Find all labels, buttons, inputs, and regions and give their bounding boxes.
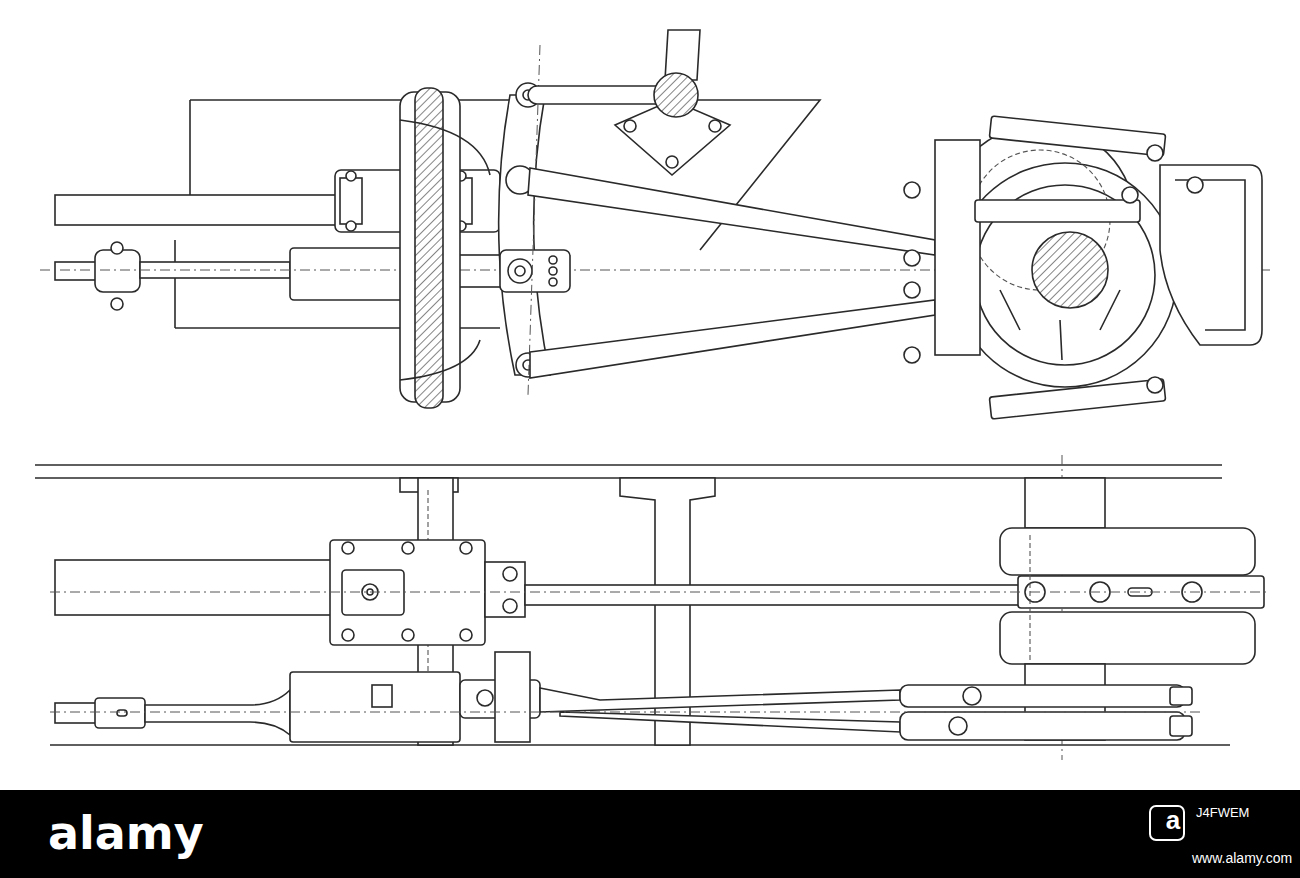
plan-valve-rod-upper-part-part (402, 629, 414, 641)
plan-valve-rod-upper-part-part (460, 542, 472, 554)
lifting-link-part (624, 120, 636, 132)
lifting-link-part (666, 156, 678, 168)
plan-valve-rod-upper-part (50, 592, 1270, 593)
eccentric-straps-part (935, 140, 980, 355)
eccentric-straps-part (975, 200, 1140, 222)
lifting-link-part (654, 73, 698, 117)
plan-valve-rod-upper-part (342, 542, 517, 641)
plan-valve-rod-upper-part-part (460, 629, 472, 641)
frame-plate-part (174, 240, 176, 328)
lifting-link-part (665, 30, 700, 80)
guide-bracket-part (415, 88, 443, 408)
plan-eccentric-sheaves-part (1025, 478, 1105, 528)
plan-frame-lines-part (50, 744, 1230, 746)
eccentric-straps-part-part (1147, 145, 1163, 161)
watermark-logo: alamy (48, 808, 204, 859)
plan-valve-spindle-part (900, 685, 1185, 707)
watermark-logo-letter: a (1156, 806, 1190, 835)
eccentric-straps-part (975, 185, 1155, 365)
expansion-link-part (549, 267, 557, 275)
guide-bracket-part (400, 120, 490, 175)
eccentric-straps-part (989, 116, 1165, 156)
expansion-link-part (499, 95, 550, 375)
plan-valve-spindle-part (290, 672, 460, 742)
valve-spindle-part (111, 242, 123, 254)
expansion-link-part (500, 250, 570, 292)
plan-valve-spindle-part (1170, 687, 1192, 705)
plan-valve-spindle-part (95, 698, 145, 728)
plan-valve-spindle-part (949, 717, 967, 735)
eccentric-straps (904, 116, 1262, 419)
plan-valve-spindle-part (1170, 716, 1192, 736)
valve-rod-upper-part (340, 178, 362, 224)
image-id: J4FWEM (1196, 806, 1249, 820)
eccentric-straps-part-part (904, 347, 920, 363)
plan-valve-spindle-part (372, 685, 392, 707)
plan-valve-rod-upper-part (525, 585, 1020, 605)
plan-eccentric-sheaves-part (1029, 535, 1030, 660)
eccentric-straps-part (989, 379, 1165, 419)
plan-valve-rod-upper-part-part (503, 599, 517, 613)
plan-valve-spindle-part (963, 687, 981, 705)
expansion-link-part (508, 259, 532, 283)
plan-valve-rod-upper-part-part (402, 542, 414, 554)
eccentric-straps-part-part (1122, 187, 1138, 203)
plan-valve-rod-upper-part-part (503, 567, 517, 581)
eccentric-rods (528, 168, 935, 378)
plan-valve-spindle (50, 652, 1200, 742)
valve-rod-upper-part (346, 221, 356, 231)
eccentric-rods-part (528, 168, 935, 255)
eccentric-straps-part-part (1147, 377, 1163, 393)
eccentric-straps-part (953, 163, 1177, 387)
plan-valve-spindle-part (117, 710, 127, 716)
guide-bracket (400, 88, 490, 408)
eccentric-straps-part (1000, 290, 1120, 360)
plan-frame-lines-part (35, 464, 1222, 466)
plan-eccentric-sheaves-part (1000, 528, 1255, 575)
valve-rod-upper-part (346, 171, 356, 181)
plan-valve-spindle-part (560, 712, 900, 732)
plan-valve-spindle-part (540, 688, 900, 712)
eccentric-straps-part (1032, 232, 1108, 308)
frame-plate-part (189, 100, 191, 195)
eccentric-straps-part-part (904, 282, 920, 298)
guide-bracket-part (400, 340, 480, 380)
lifting-link (528, 30, 730, 175)
plan-valve-spindle-part (495, 652, 530, 742)
plan-valve-spindle-part (900, 712, 1185, 740)
expansion-link-part (549, 278, 557, 286)
valve-rod-upper-part (55, 195, 340, 225)
plan-valve-rod-upper-part-part (342, 629, 354, 641)
eccentric-straps-part (904, 145, 1203, 393)
expansion-link-part (515, 266, 525, 276)
watermark-band (0, 790, 1300, 878)
eccentric-straps-part (1160, 165, 1262, 345)
eccentric-rods-part (530, 300, 935, 378)
eccentric-straps-part-part (1187, 177, 1203, 193)
valve-spindle-part (290, 248, 405, 300)
watermark-url: www.alamy.com (1192, 851, 1292, 866)
valve-spindle-part (95, 250, 140, 292)
plan-valve-spindle-part (477, 690, 493, 706)
plan-valve-spindle-part (50, 712, 1200, 713)
eccentric-straps-part-part (904, 182, 920, 198)
eccentric-straps-part-part (904, 250, 920, 266)
eccentric-straps-part (1175, 180, 1245, 330)
plan-valve-rod-upper-part (485, 562, 525, 617)
plan-valve-rod-upper-part-part (342, 542, 354, 554)
plan-valve-rod-upper-part (55, 560, 340, 615)
lifting-link-part (709, 120, 721, 132)
plan-eccentric-sheaves-part (1000, 612, 1255, 664)
expansion-link-part (549, 256, 557, 264)
valve-spindle-part (111, 298, 123, 310)
